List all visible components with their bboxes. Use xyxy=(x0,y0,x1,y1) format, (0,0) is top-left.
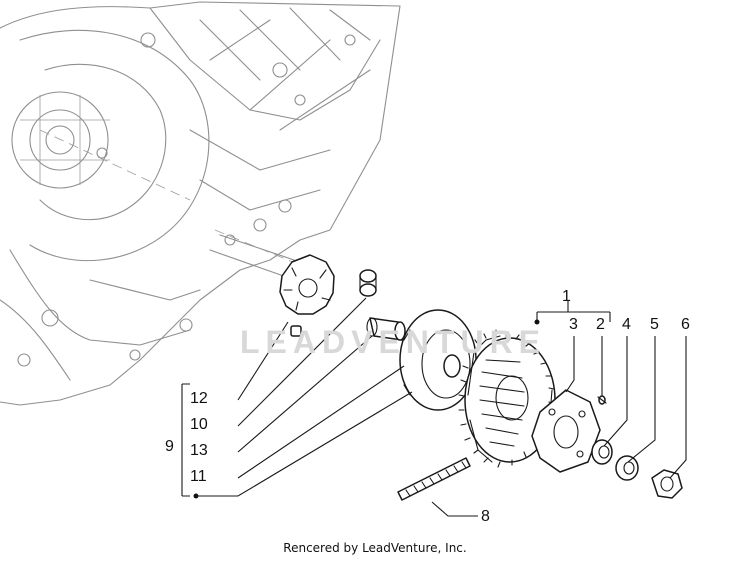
credit-footer: Rencered by LeadVenture, Inc. xyxy=(283,541,467,555)
label-part-10: 10 xyxy=(190,416,208,433)
label-part-3: 3 xyxy=(569,316,578,333)
label-part-5: 5 xyxy=(650,316,659,333)
watermark: LEADVENTURE xyxy=(240,324,547,360)
part-pin xyxy=(290,325,302,337)
part-11-pulley-half xyxy=(399,309,477,411)
part-5-spring-washer xyxy=(615,455,639,481)
label-part-1: 1 xyxy=(562,288,571,305)
part-13-sleeve xyxy=(366,317,406,341)
part-3-gasket-plate xyxy=(531,389,601,473)
leader-lines xyxy=(181,297,687,517)
label-part-13: 13 xyxy=(190,442,208,459)
part-10-small-bushing xyxy=(359,269,377,297)
part-2-screw xyxy=(597,395,607,405)
label-part-9: 9 xyxy=(165,438,174,455)
label-part-11: 11 xyxy=(190,468,207,485)
label-part-6: 6 xyxy=(681,316,690,333)
label-part-2: 2 xyxy=(596,316,605,333)
part-4-washer xyxy=(591,439,613,465)
label-part-12: 12 xyxy=(190,390,208,407)
label-part-8: 8 xyxy=(481,508,490,525)
crankcase-housing xyxy=(0,1,401,406)
part-8-belt xyxy=(397,457,471,501)
label-part-4: 4 xyxy=(622,316,631,333)
part-6-nut xyxy=(651,469,683,499)
part-12-drive-plate xyxy=(279,254,335,315)
